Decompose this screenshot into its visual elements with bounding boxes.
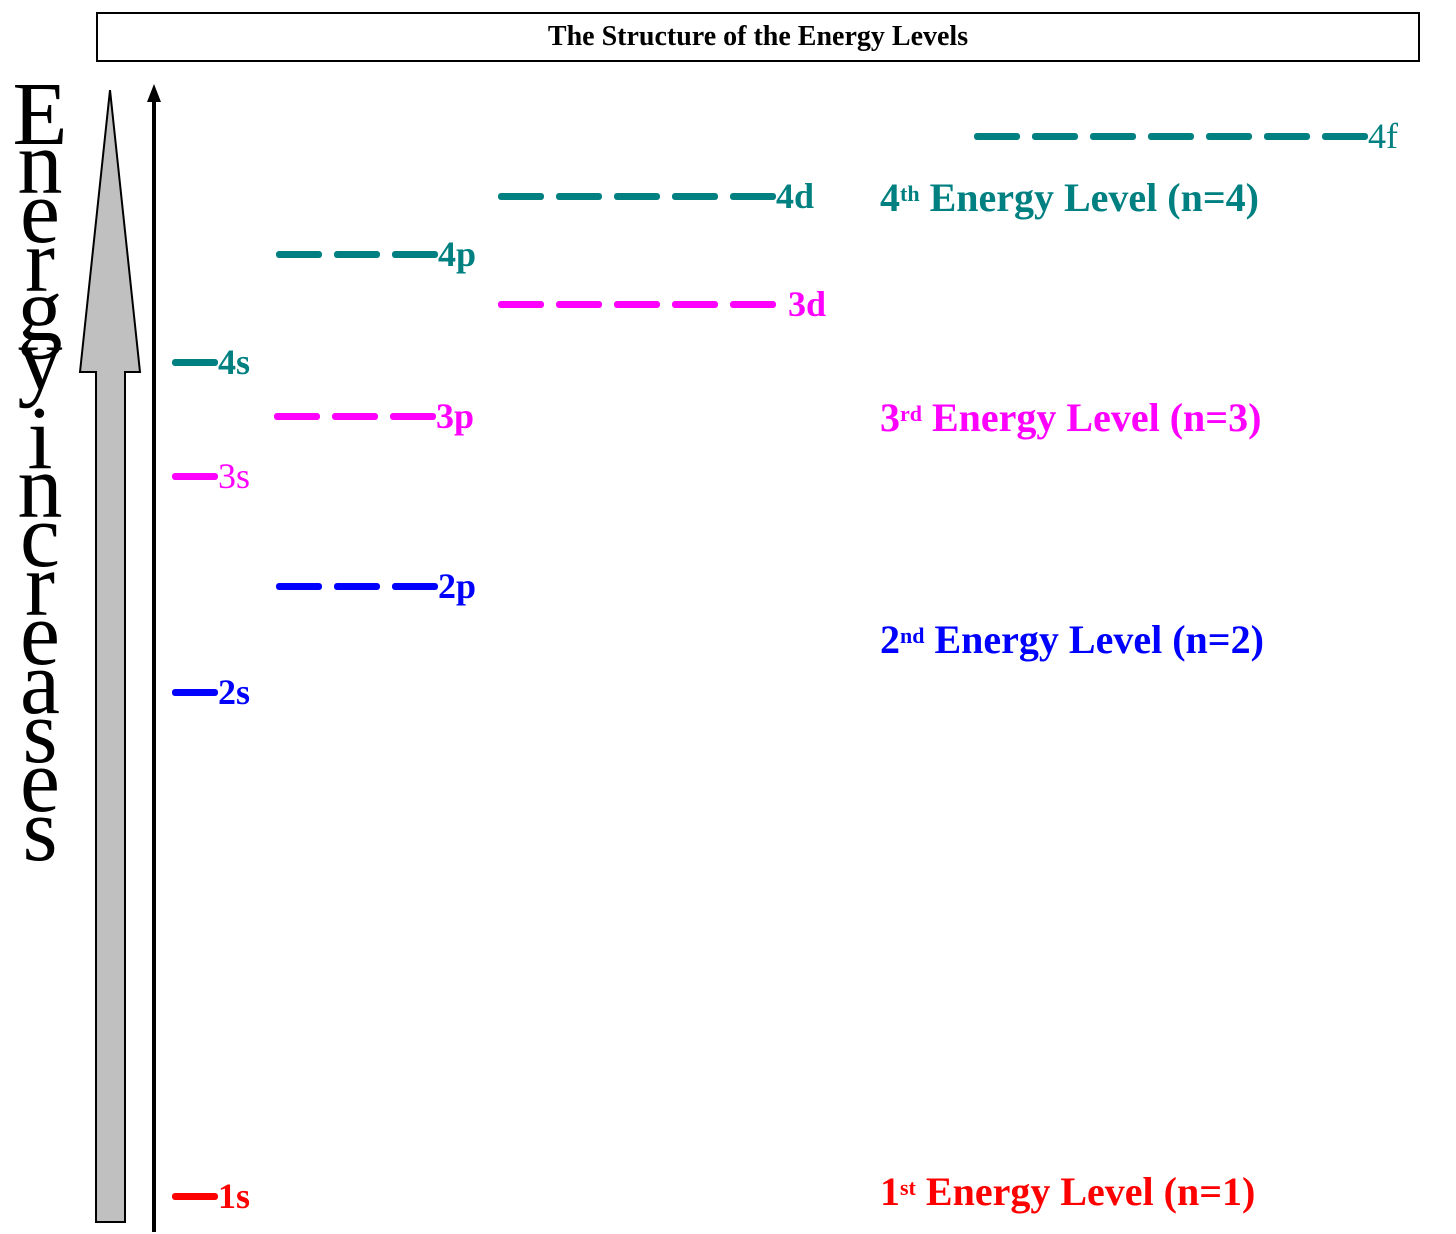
orbital-4f-label: 4f xyxy=(1368,116,1398,156)
orbital-3p-box xyxy=(390,412,436,420)
orbital-4f-box xyxy=(1264,132,1310,140)
orbital-2p-box xyxy=(334,582,380,590)
block-arrow-shape xyxy=(78,90,142,1223)
orbital-4s-box xyxy=(172,358,218,366)
orbital-4p-label: 4p xyxy=(438,234,477,274)
orbital-4p-box xyxy=(276,250,322,258)
orbital-3d-label: 3d xyxy=(788,284,827,324)
orbital-3p: 3p xyxy=(274,398,474,434)
orbital-4f-box xyxy=(1206,132,1252,140)
orbital-4d-box xyxy=(556,192,602,200)
orbital-4f-box xyxy=(1090,132,1136,140)
orbital-3d: 3d xyxy=(498,286,826,322)
axis-word-letter: s xyxy=(22,781,58,880)
orbital-4d-box xyxy=(498,192,544,200)
axis-arrowhead xyxy=(147,84,161,102)
level-label-n4: 4th Energy Level (n=4) xyxy=(880,175,1259,220)
orbital-4d-label: 4d xyxy=(776,176,815,216)
orbital-4f: 4f xyxy=(974,118,1398,154)
orbital-4d-box xyxy=(672,192,718,200)
orbital-2p-box xyxy=(392,582,438,590)
orbital-1s-label: 1s xyxy=(218,1176,251,1216)
orbital-2s-label: 2s xyxy=(218,672,251,712)
orbital-4f-box xyxy=(1148,132,1194,140)
orbital-4s-label: 4s xyxy=(218,342,251,382)
orbital-4f-box xyxy=(1032,132,1078,140)
orbital-3p-label: 3p xyxy=(436,396,475,436)
level-label-n1: 1st Energy Level (n=1) xyxy=(880,1169,1256,1214)
orbital-4p-box xyxy=(334,250,380,258)
orbital-2p-box xyxy=(276,582,322,590)
orbital-4d-box xyxy=(614,192,660,200)
orbital-2p-label: 2p xyxy=(438,566,477,606)
orbital-3d-box xyxy=(730,300,776,308)
orbital-4s: 4s xyxy=(172,344,250,380)
orbital-2s: 2s xyxy=(172,674,250,710)
orbital-3p-box xyxy=(274,412,320,420)
orbital-1s: 1s xyxy=(172,1178,250,1214)
level-label-n3: 3rd Energy Level (n=3) xyxy=(880,395,1262,440)
axis-word-letter: y xyxy=(17,310,63,409)
orbital-3s: 3s xyxy=(172,458,250,494)
orbital-4d-box xyxy=(730,192,776,200)
energy-axis-arrow xyxy=(147,84,161,1232)
energy-block-arrow xyxy=(78,90,142,1223)
orbital-3d-box xyxy=(672,300,718,308)
orbital-2p: 2p xyxy=(276,568,476,604)
orbital-3d-box xyxy=(614,300,660,308)
diagram-title: The Structure of the Energy Levels xyxy=(96,12,1420,62)
orbital-4p: 4p xyxy=(276,236,476,272)
orbital-4d: 4d xyxy=(498,178,814,214)
orbital-3d-box xyxy=(556,300,602,308)
orbital-4f-box xyxy=(974,132,1020,140)
orbital-2s-box xyxy=(172,688,218,696)
orbital-3p-box xyxy=(332,412,378,420)
orbital-4p-box xyxy=(392,250,438,258)
orbital-1s-box xyxy=(172,1192,218,1200)
level-label-n2: 2nd Energy Level (n=2) xyxy=(880,617,1264,662)
orbital-3s-box xyxy=(172,472,218,480)
orbital-3s-label: 3s xyxy=(218,456,251,496)
orbital-4f-box xyxy=(1322,132,1368,140)
orbital-3d-box xyxy=(498,300,544,308)
